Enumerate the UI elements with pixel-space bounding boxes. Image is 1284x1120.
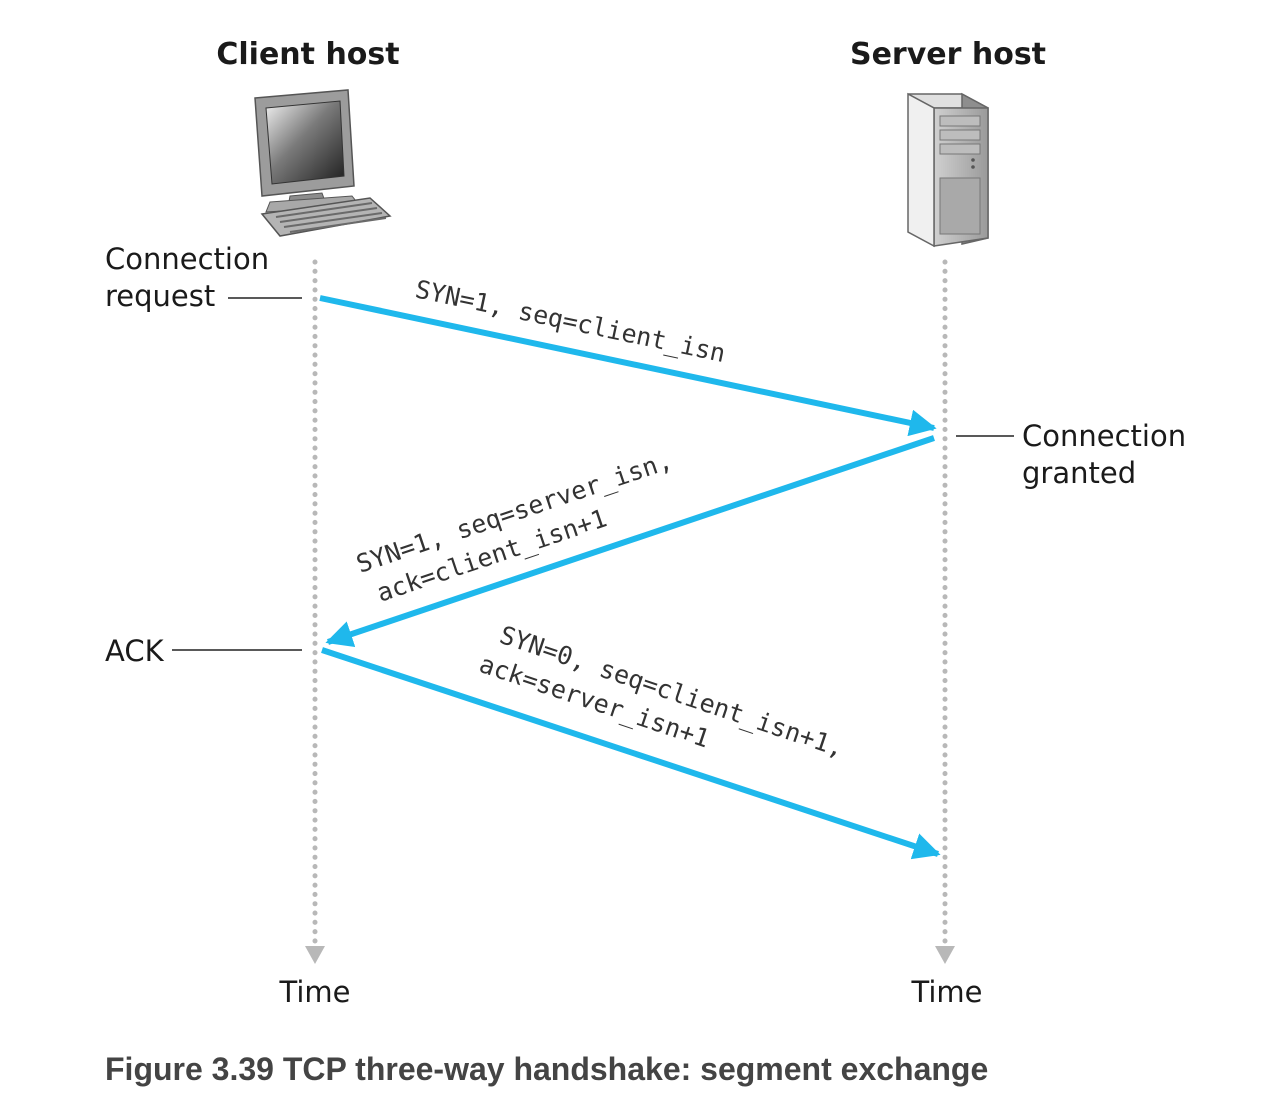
server-timeline-arrowhead: [935, 946, 955, 964]
figure-caption: Figure 3.39 TCP three-way handshake: seg…: [105, 1051, 988, 1087]
client-time-label: Time: [279, 975, 351, 1009]
client-timeline-arrowhead: [305, 946, 325, 964]
connection-request-label-line2: request: [105, 279, 215, 313]
ack-arrow: [321, 647, 941, 860]
connection-granted-label-line1: Connection: [1022, 419, 1186, 453]
ack-label: ACK: [105, 634, 165, 668]
connection-granted-label-line2: granted: [1022, 456, 1136, 490]
synack-arrow: [325, 435, 935, 648]
desktop-computer-icon: [254, 89, 392, 237]
server-time-label: Time: [911, 975, 983, 1009]
server-host-title: Server host: [850, 37, 1046, 72]
connection-request-label-line1: Connection: [105, 242, 269, 276]
client-host-title: Client host: [216, 37, 399, 72]
syn-arrow: [319, 295, 937, 437]
server-tower-icon: [907, 92, 989, 248]
